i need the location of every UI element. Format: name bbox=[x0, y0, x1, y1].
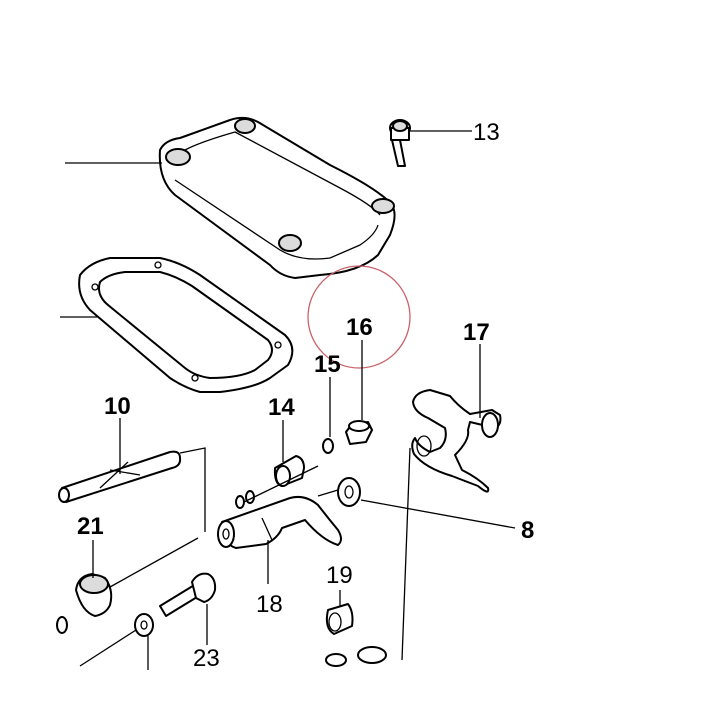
bottom-left-part bbox=[56, 616, 68, 634]
cap-21-part bbox=[75, 573, 113, 617]
callout-21: 21 bbox=[77, 513, 104, 540]
bottom-washer-b bbox=[357, 646, 387, 664]
lever-17-part bbox=[411, 389, 502, 493]
highlight-circle bbox=[307, 265, 411, 369]
callout-18: 18 bbox=[256, 591, 283, 618]
oring-small-a bbox=[235, 495, 245, 509]
leader-8 bbox=[360, 499, 516, 529]
bolt-23-part bbox=[134, 572, 217, 637]
sleeve-16-part bbox=[345, 420, 373, 445]
axis-line-21 bbox=[109, 537, 199, 588]
axis-line-8 bbox=[317, 489, 339, 497]
callout-8: 8 bbox=[521, 517, 534, 544]
callout-14: 14 bbox=[268, 394, 295, 421]
callout-17: 17 bbox=[463, 319, 490, 346]
cover-part bbox=[158, 116, 396, 279]
bottom-washer-a bbox=[325, 653, 347, 667]
axis-line-18 bbox=[243, 465, 319, 503]
gasket-part bbox=[78, 257, 294, 393]
lever-18-part bbox=[217, 495, 342, 549]
callout-23: 23 bbox=[193, 645, 220, 672]
callout-16: 16 bbox=[346, 314, 373, 341]
bushing-14-part bbox=[273, 455, 305, 487]
callout-10: 10 bbox=[104, 393, 131, 420]
dashed-axis-17 bbox=[401, 447, 411, 661]
axis-line-23 bbox=[79, 629, 137, 667]
ring-15-part bbox=[322, 438, 334, 454]
axis-line-10 bbox=[179, 447, 206, 532]
callout-19: 19 bbox=[326, 562, 353, 589]
bolt-13-part bbox=[389, 119, 411, 167]
nut-19-part bbox=[325, 603, 354, 635]
washer-8-part bbox=[337, 477, 361, 507]
callout-13: 13 bbox=[473, 119, 500, 146]
rod-10-part bbox=[58, 450, 182, 503]
callout-15: 15 bbox=[314, 351, 341, 378]
